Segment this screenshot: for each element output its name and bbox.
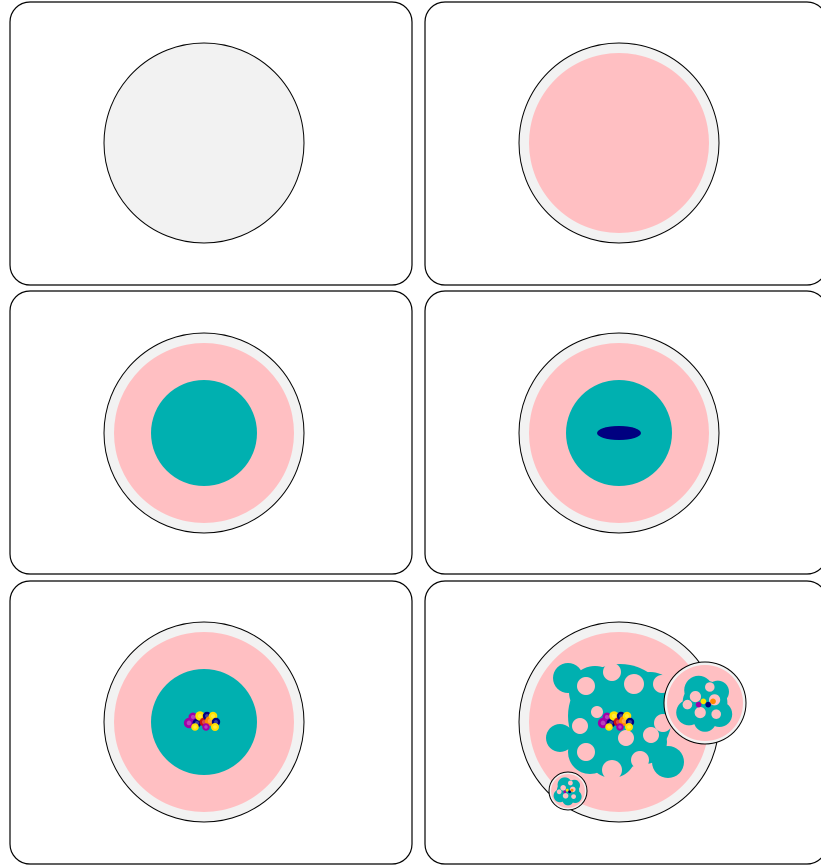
- cluster-bead-highlight: [187, 721, 192, 726]
- cluster-bead-highlight: [612, 714, 616, 718]
- bud-pink-hole: [695, 707, 706, 718]
- pink-hole: [577, 677, 595, 695]
- bud-bead: [563, 790, 566, 793]
- panel-3-teal-core: [151, 380, 257, 486]
- cluster-bead-highlight: [211, 714, 215, 718]
- panel-6-bud-small: [549, 772, 587, 810]
- bud-pink-hole: [560, 785, 566, 791]
- cluster-bead-highlight: [191, 715, 195, 719]
- cluster-bead-highlight: [627, 725, 631, 729]
- pink-hole: [624, 674, 644, 694]
- panel-2: [425, 2, 821, 285]
- panel-4: [425, 291, 821, 574]
- pink-hole: [602, 760, 622, 780]
- pink-hole: [603, 663, 621, 681]
- cluster-bead-highlight: [198, 714, 202, 718]
- cluster-bead-highlight: [607, 725, 610, 728]
- bud-pink-hole: [711, 709, 721, 719]
- bud-bead: [571, 789, 574, 792]
- cluster-bead-highlight: [618, 725, 621, 728]
- cluster-bead-highlight: [601, 721, 606, 726]
- bud-bead: [696, 702, 702, 708]
- bud-pink-hole: [568, 781, 573, 786]
- cluster-bead-highlight: [213, 725, 217, 729]
- bud-bead: [568, 790, 571, 793]
- pink-hole: [591, 706, 603, 718]
- bud-bead: [710, 699, 716, 705]
- pink-hole: [572, 718, 588, 734]
- panel-5: [10, 581, 412, 864]
- bud-pink-hole: [557, 789, 562, 794]
- pink-hole: [643, 727, 659, 743]
- cluster-bead-highlight: [605, 715, 609, 719]
- bud-bead: [705, 702, 711, 708]
- panel-1-cell: [104, 43, 304, 243]
- bud-pink-hole: [690, 691, 701, 702]
- panel-3: [10, 291, 412, 574]
- pink-hole: [631, 751, 649, 769]
- panel-1: [10, 2, 412, 285]
- bud-bead: [701, 699, 707, 705]
- panel-6-bud-large: [664, 662, 746, 744]
- panel-6: [425, 581, 821, 864]
- bud-pink-hole: [571, 794, 576, 799]
- cluster-bead-highlight: [204, 725, 207, 728]
- bud-bead: [566, 789, 569, 792]
- cluster-bead-highlight: [193, 725, 196, 728]
- bud-pink-hole: [705, 682, 715, 692]
- panel-2-pink-layer: [529, 53, 709, 233]
- panel-4-navy-ellipse: [597, 426, 641, 440]
- cluster-bead-highlight: [625, 714, 629, 718]
- bud-pink-hole: [563, 793, 569, 799]
- pink-hole: [618, 730, 634, 746]
- pink-hole: [577, 743, 595, 761]
- bud-pink-hole: [683, 700, 693, 710]
